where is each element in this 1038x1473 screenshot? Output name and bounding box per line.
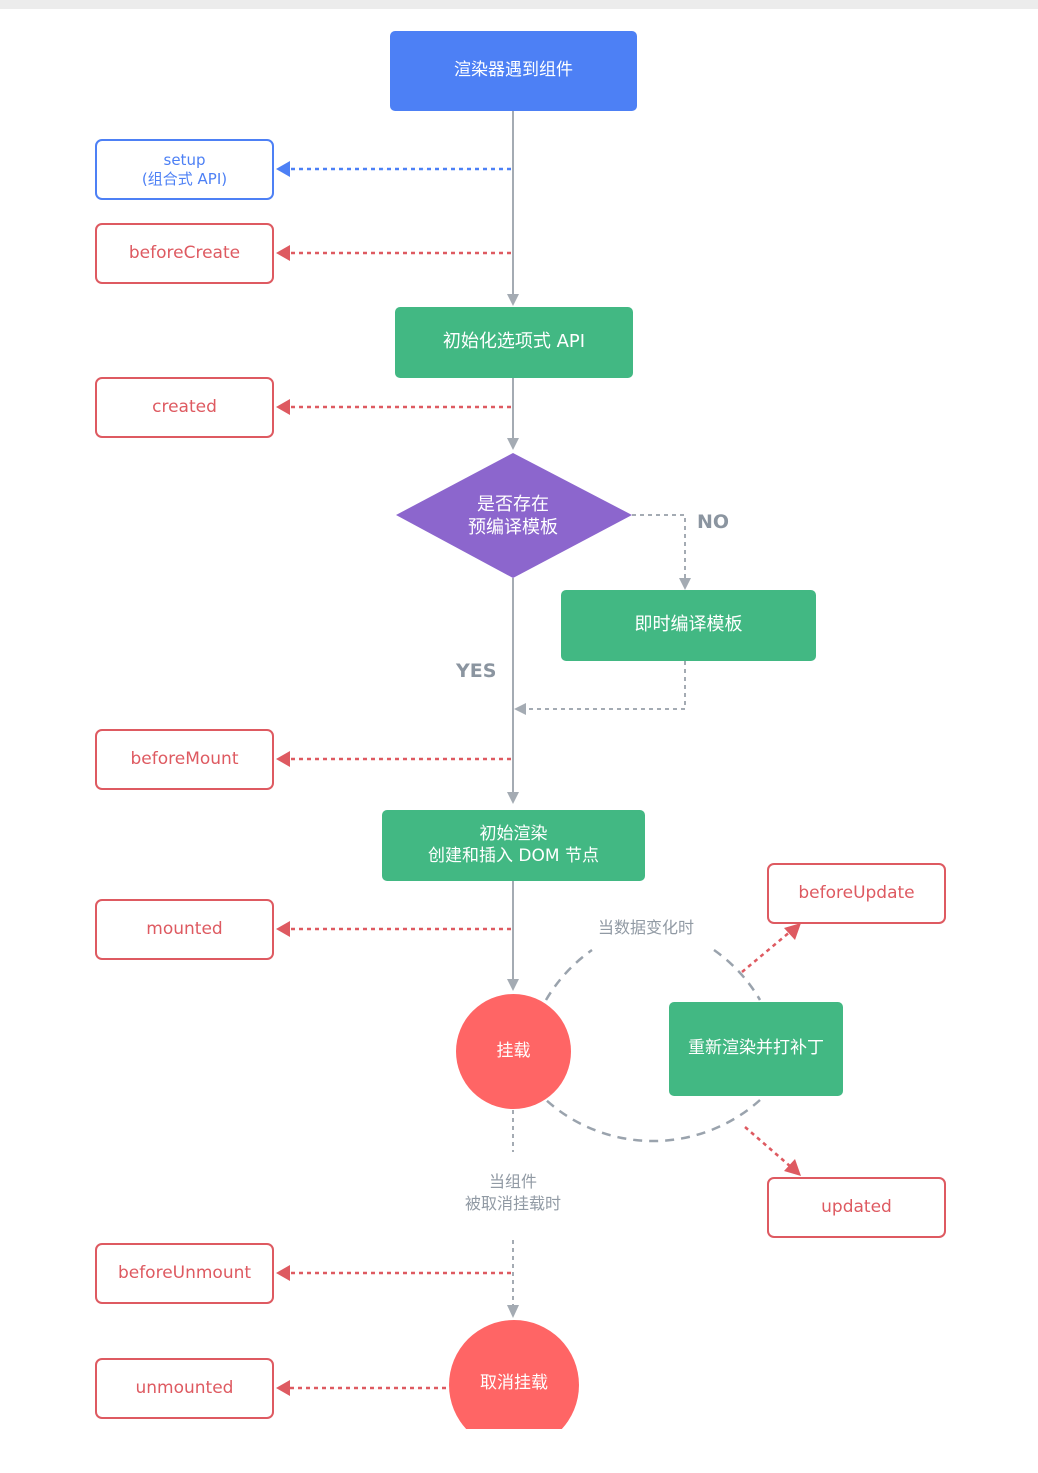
compile-node-label: 即时编译模板 — [634, 614, 743, 636]
before-update-hook-line — [741, 930, 792, 973]
update-loop-top-left — [544, 948, 593, 1001]
mounted-hook-arrow — [276, 921, 290, 937]
rerender-node-label: 重新渲染并打补丁 — [688, 1038, 824, 1059]
created-hook-arrow — [276, 399, 290, 415]
initial-render-label-2: 创建和插入 DOM 节点 — [428, 845, 599, 866]
initial-render-node: 初始渲染 创建和插入 DOM 节点 — [382, 810, 645, 881]
rerender-node: 重新渲染并打补丁 — [669, 1002, 843, 1096]
before-mount-hook: beforeMount — [95, 729, 274, 790]
before-create-hook-arrow — [276, 245, 290, 261]
created-hook-label: created — [152, 396, 217, 417]
unmount-arrow — [507, 1305, 519, 1318]
updated-hook-arrow — [784, 1159, 801, 1176]
setup-hook-label-1: setup — [163, 150, 206, 169]
top-bar — [0, 0, 1038, 9]
decision-text-2: 预编译模板 — [468, 517, 558, 539]
before-create-hook: beforeCreate — [95, 223, 274, 284]
flow-arrow-1 — [507, 294, 519, 306]
init-options-node-label: 初始化选项式 API — [442, 331, 586, 353]
no-branch-arrow — [679, 578, 691, 590]
unmounted-hook: unmounted — [95, 1358, 274, 1419]
before-update-hook-arrow — [784, 923, 801, 940]
unmounted-hook-arrow — [276, 1380, 290, 1396]
unmounted-state-clip: 取消挂载 — [440, 1318, 590, 1429]
created-hook: created — [95, 377, 274, 438]
updated-hook-line — [744, 1126, 792, 1168]
data-change-label: 当数据变化时 — [598, 918, 695, 937]
before-unmount-hook: beforeUnmount — [95, 1243, 274, 1304]
unmount-condition-1: 当组件 — [488, 1172, 537, 1191]
mounted-state-label: 挂载 — [496, 1040, 531, 1061]
renderer-node-label: 渲染器遇到组件 — [454, 60, 573, 81]
flow-arrow-2 — [507, 438, 519, 450]
initial-render-label-1: 初始渲染 — [479, 824, 548, 845]
setup-hook-label-2: (组合式 API) — [141, 169, 228, 188]
before-update-hook: beforeUpdate — [767, 863, 946, 924]
before-unmount-hook-arrow — [276, 1265, 290, 1281]
flow-arrow-4 — [507, 979, 519, 991]
update-loop-bottom — [545, 1099, 761, 1143]
unmounted-hook-label: unmounted — [135, 1377, 234, 1398]
before-unmount-hook-label: beforeUnmount — [117, 1262, 252, 1283]
no-label: NO — [697, 511, 730, 533]
before-mount-hook-arrow — [276, 751, 290, 767]
setup-hook-arrow — [276, 161, 290, 177]
flow-arrow-3 — [507, 792, 519, 804]
compile-return-arrow — [514, 703, 526, 715]
unmounted-state-circle: 取消挂载 — [449, 1320, 579, 1429]
unmounted-state-label: 取消挂载 — [480, 1373, 548, 1394]
mounted-state-circle: 挂载 — [456, 994, 571, 1109]
no-branch-line — [632, 514, 686, 580]
mounted-hook: mounted — [95, 899, 274, 960]
yes-label: YES — [456, 660, 497, 682]
unmount-condition-label: 当组件 被取消挂载时 — [438, 1171, 588, 1214]
updated-hook: updated — [767, 1177, 946, 1238]
compile-node: 即时编译模板 — [561, 590, 816, 661]
compile-return-line — [526, 661, 686, 710]
setup-hook: setup (组合式 API) — [95, 139, 274, 200]
renderer-node: 渲染器遇到组件 — [390, 31, 637, 111]
update-loop-top-right — [713, 948, 762, 1001]
init-options-node: 初始化选项式 API — [395, 307, 633, 378]
decision-text: 是否存在 预编译模板 — [423, 493, 603, 540]
before-create-hook-label: beforeCreate — [128, 242, 241, 263]
mounted-hook-label: mounted — [146, 918, 223, 939]
updated-hook-label: updated — [821, 1196, 892, 1217]
decision-diamond — [396, 453, 632, 578]
before-mount-hook-label: beforeMount — [130, 748, 239, 769]
unmount-condition-2: 被取消挂载时 — [464, 1193, 561, 1213]
decision-text-1: 是否存在 — [477, 494, 549, 515]
before-update-hook-label: beforeUpdate — [798, 882, 915, 903]
